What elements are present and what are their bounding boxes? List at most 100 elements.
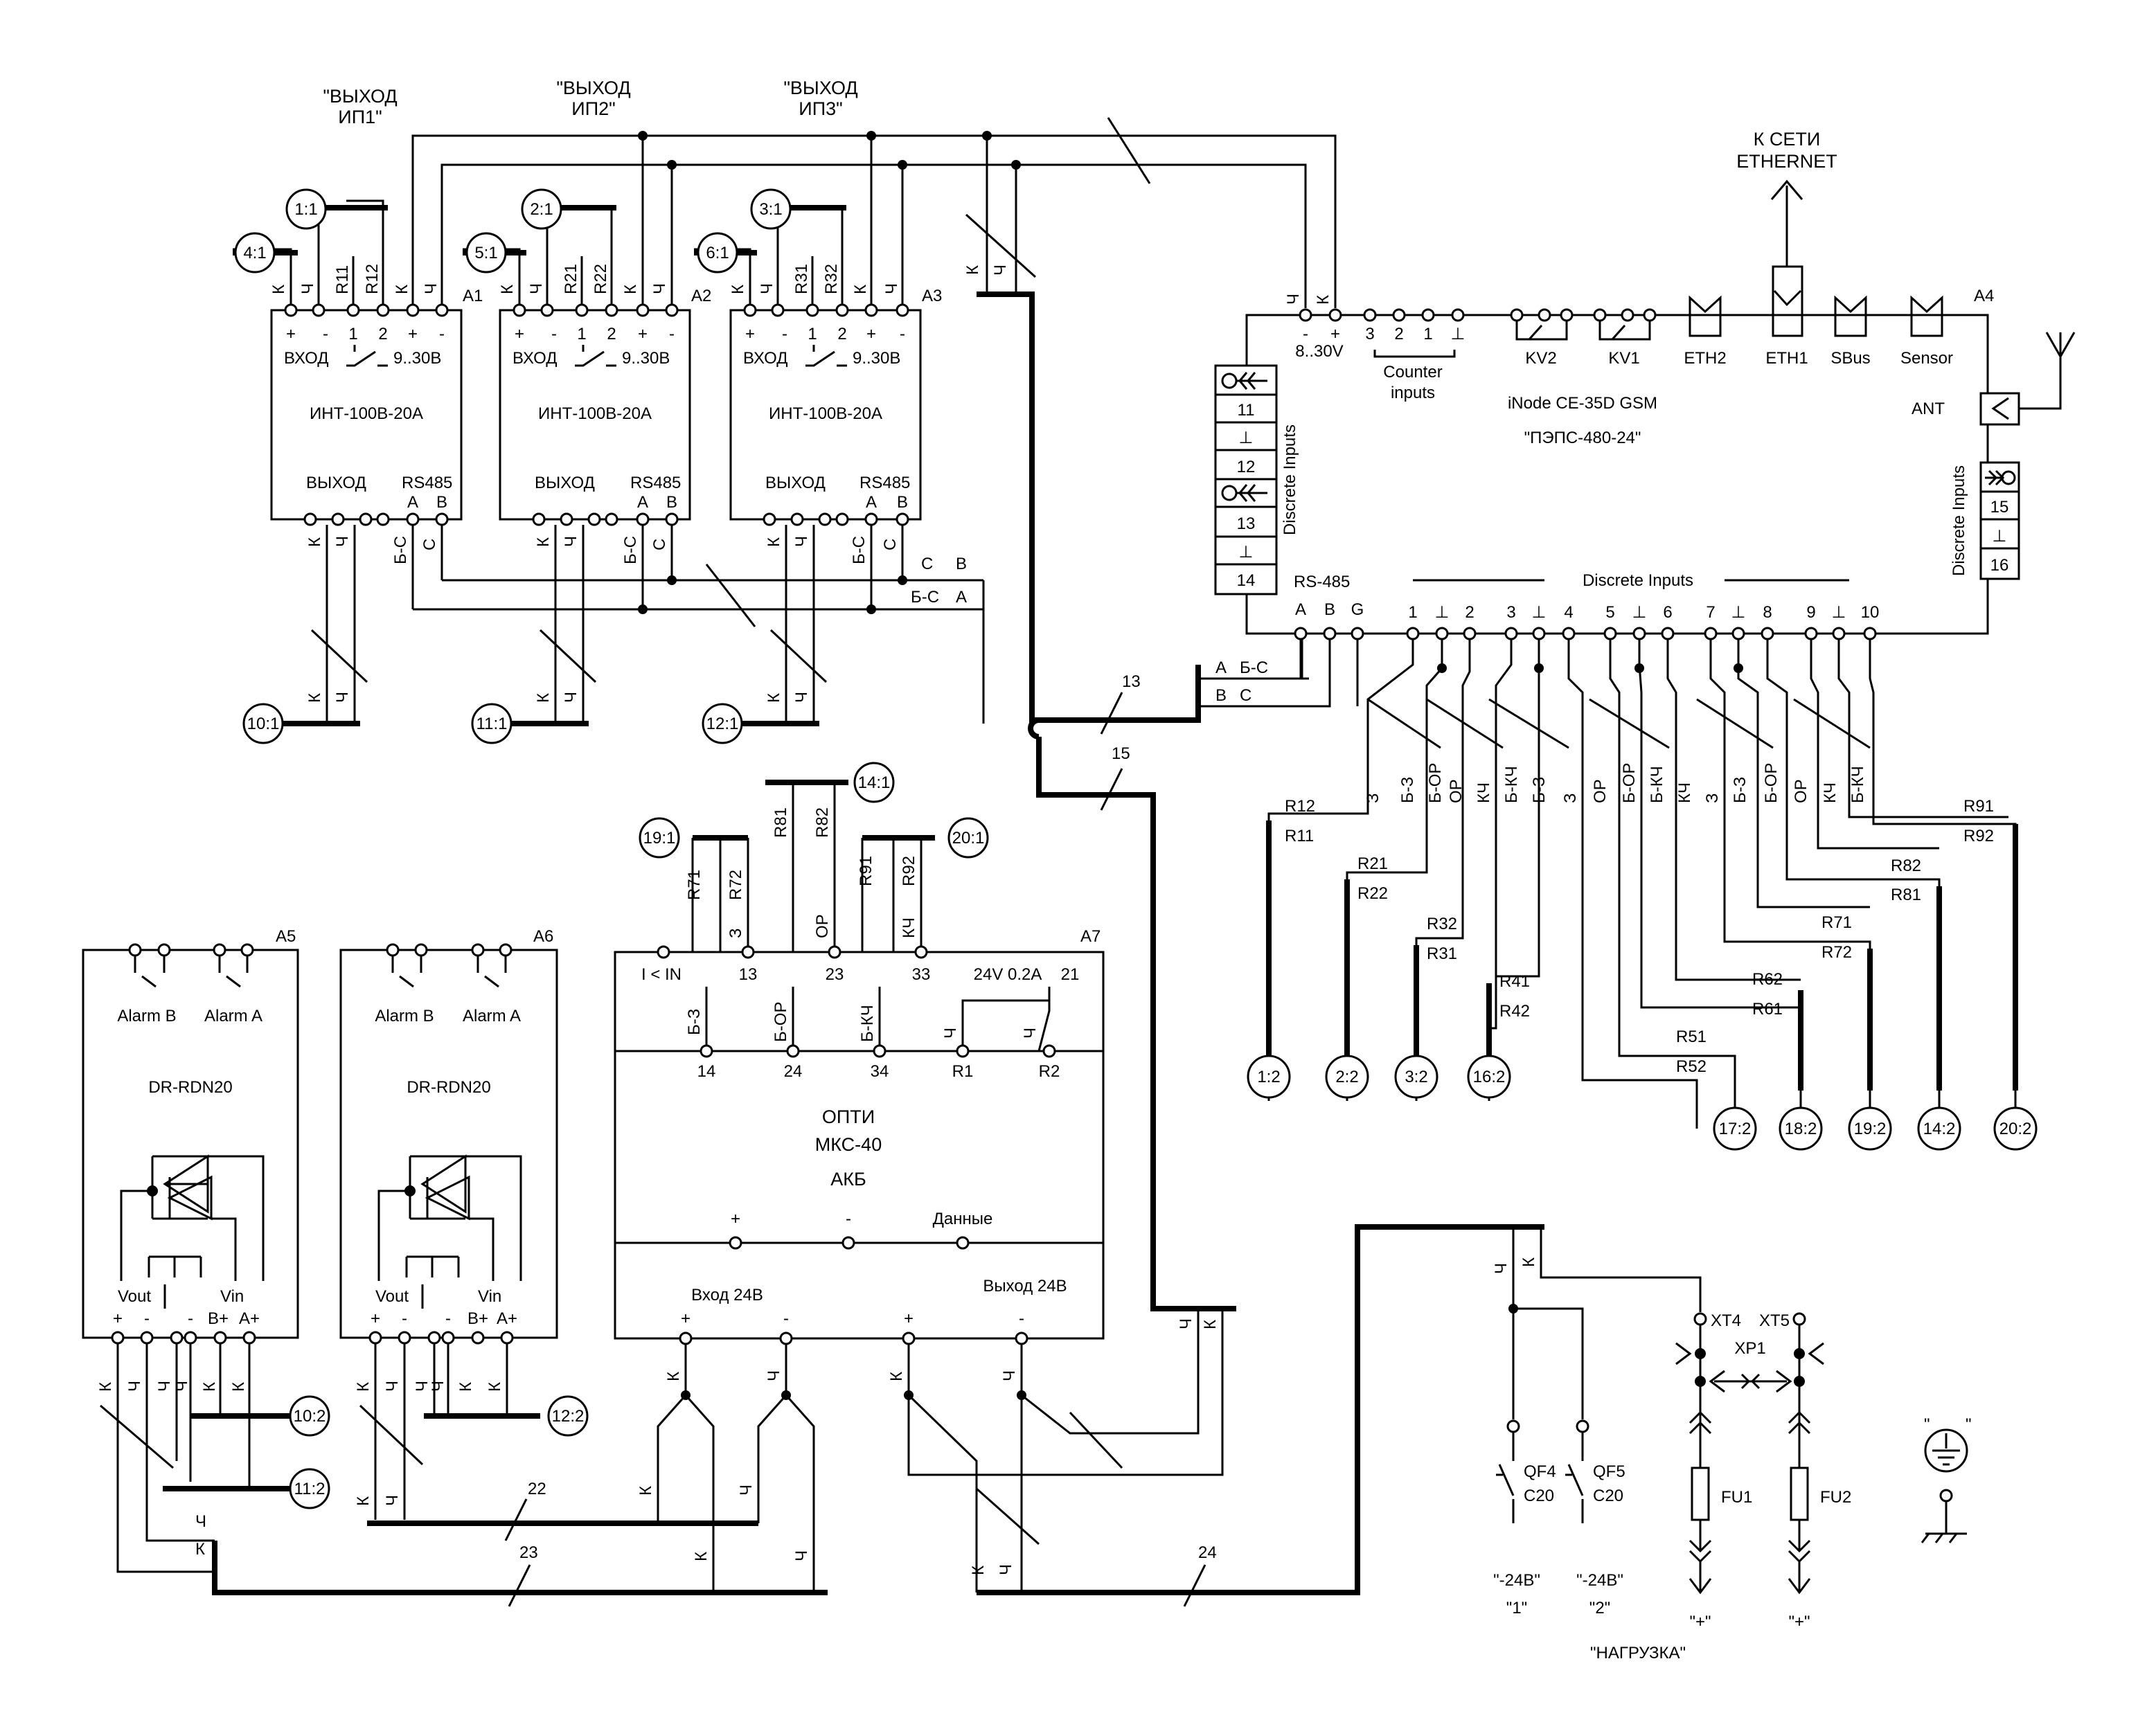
svg-text:С: С: [921, 555, 933, 573]
svg-text:8..30V: 8..30V: [1295, 342, 1343, 361]
svg-text:К: К: [664, 1372, 683, 1381]
svg-text:FU2: FU2: [1820, 1488, 1851, 1507]
svg-text:8: 8: [1763, 603, 1772, 622]
svg-text:К: К: [305, 537, 324, 547]
svg-text:Ч: Ч: [758, 283, 776, 294]
bottom-pins: [368, 1331, 514, 1345]
svg-text:Б-С: Б-С: [1240, 658, 1268, 677]
svg-text:A6: A6: [533, 927, 553, 946]
svg-text:R1: R1: [952, 1062, 974, 1081]
svg-text:A3: A3: [922, 287, 942, 305]
svg-text:К: К: [729, 285, 747, 294]
svg-text:С: С: [881, 539, 900, 550]
svg-text:7: 7: [1706, 603, 1715, 622]
svg-text:1:2: 1:2: [1257, 1068, 1280, 1086]
svg-text:R21: R21: [1357, 854, 1388, 873]
svg-text:SBus: SBus: [1830, 349, 1870, 368]
svg-text:-: -: [783, 1309, 789, 1328]
svg-text:23: 23: [826, 965, 844, 984]
svg-text:iNode CE-35D GSM: iNode CE-35D GSM: [1508, 394, 1657, 413]
junction-dot: [638, 131, 648, 141]
svg-text:A5: A5: [276, 927, 296, 946]
svg-text:К: К: [305, 693, 324, 703]
svg-text:Ч: Ч: [155, 1381, 174, 1392]
svg-text:9: 9: [1806, 603, 1815, 622]
svg-text:1: 1: [348, 325, 357, 343]
svg-text:Ч: Ч: [941, 1028, 960, 1039]
svg-text:R11: R11: [1285, 827, 1314, 845]
svg-text:-: -: [323, 325, 328, 343]
svg-text:ВЫХОД: ВЫХОД: [535, 474, 595, 492]
cable-slash: [976, 1487, 1040, 1545]
psu-output-3-line1: "ВЫХОД: [783, 78, 857, 98]
svg-text:G: G: [1351, 600, 1364, 619]
rs485-lines: [413, 579, 983, 611]
sbus-port-icon: [1834, 295, 1867, 337]
svg-text:⊥: ⊥: [1832, 603, 1846, 622]
svg-text:34: 34: [871, 1062, 889, 1081]
ref-circle: [465, 232, 507, 273]
svg-text:+: +: [515, 325, 524, 343]
svg-text:6: 6: [1663, 603, 1672, 622]
cable-slash: [1069, 1411, 1123, 1469]
bus-wire-ch: Ч: [991, 264, 1010, 276]
svg-text:R51: R51: [1676, 1028, 1707, 1046]
svg-text:З: З: [1561, 793, 1580, 804]
bus-drops: [641, 136, 904, 308]
svg-text:"+": "+": [1689, 1613, 1711, 1631]
svg-text:МКС-40: МКС-40: [815, 1134, 882, 1155]
svg-text:20:1: 20:1: [952, 829, 985, 847]
bus-23: [212, 1541, 828, 1595]
svg-text:5:1: 5:1: [474, 244, 497, 262]
svg-text:Ч: Ч: [195, 1512, 206, 1531]
svg-text:-: -: [551, 325, 557, 343]
svg-text:R22: R22: [591, 264, 610, 294]
svg-text:Ч: Ч: [172, 1381, 191, 1392]
svg-text:2:1: 2:1: [530, 200, 553, 219]
svg-text:1:1: 1:1: [294, 200, 317, 219]
svg-text:К: К: [354, 1496, 373, 1506]
svg-text:R72: R72: [1821, 943, 1852, 962]
svg-text:KV2: KV2: [1525, 349, 1556, 368]
svg-text:ИНТ-100В-20А: ИНТ-100В-20А: [310, 404, 423, 423]
svg-text:R31: R31: [792, 264, 811, 294]
svg-text:QF5: QF5: [1593, 1462, 1625, 1481]
svg-text:A+: A+: [497, 1309, 517, 1328]
svg-text:12:2: 12:2: [552, 1407, 585, 1426]
svg-text:15: 15: [1112, 744, 1130, 763]
svg-text:+: +: [731, 1210, 740, 1228]
svg-text:A+: A+: [239, 1309, 260, 1328]
svg-text:R42: R42: [1499, 1002, 1530, 1021]
svg-text:⊥: ⊥: [1239, 543, 1254, 562]
svg-text:4: 4: [1564, 603, 1573, 622]
svg-text:R92: R92: [900, 856, 918, 886]
svg-text:R12: R12: [1285, 797, 1315, 816]
module-box: [82, 949, 299, 1339]
svg-text:К: К: [498, 285, 517, 294]
cable-slash: [1107, 117, 1151, 184]
svg-text:К: К: [354, 1382, 373, 1392]
cable-slash: [1100, 692, 1123, 735]
module-a2: A2 К Ч R21 R22 К Ч + - 1 2 + - ВХОД 9..3…: [463, 205, 711, 726]
svg-text:1: 1: [808, 325, 817, 343]
svg-text:A4: A4: [1974, 287, 1994, 305]
left-discrete-inputs: 11 ⊥ 12 13 ⊥ 14 Discrete Inputs: [1214, 364, 1299, 595]
svg-text:KV1: KV1: [1608, 349, 1639, 368]
input-icon: [1221, 485, 1238, 501]
earth-icon: [1921, 1501, 1967, 1543]
bus-inner: [440, 163, 1307, 308]
svg-text:В: В: [956, 555, 967, 573]
svg-text:"-24В": "-24В": [1576, 1571, 1623, 1590]
svg-text:Вход 24В: Вход 24В: [691, 1286, 763, 1304]
module-a4: A4 Ч К - + 8..30V 3 2 1 ⊥ Counter inputs…: [1214, 265, 2076, 706]
svg-text:Б-З: Б-З: [1530, 777, 1549, 803]
bus-wire-k: К: [963, 265, 982, 275]
svg-text:ВЫХОД: ВЫХОД: [765, 474, 826, 492]
svg-text:A2: A2: [691, 287, 711, 305]
ref-circle: [702, 703, 743, 744]
svg-text:Alarm A: Alarm A: [204, 1007, 262, 1025]
svg-text:З: З: [727, 929, 745, 939]
top-pins: [513, 303, 679, 317]
bottom-wires: [554, 525, 673, 721]
svg-text:К: К: [1201, 1320, 1220, 1329]
